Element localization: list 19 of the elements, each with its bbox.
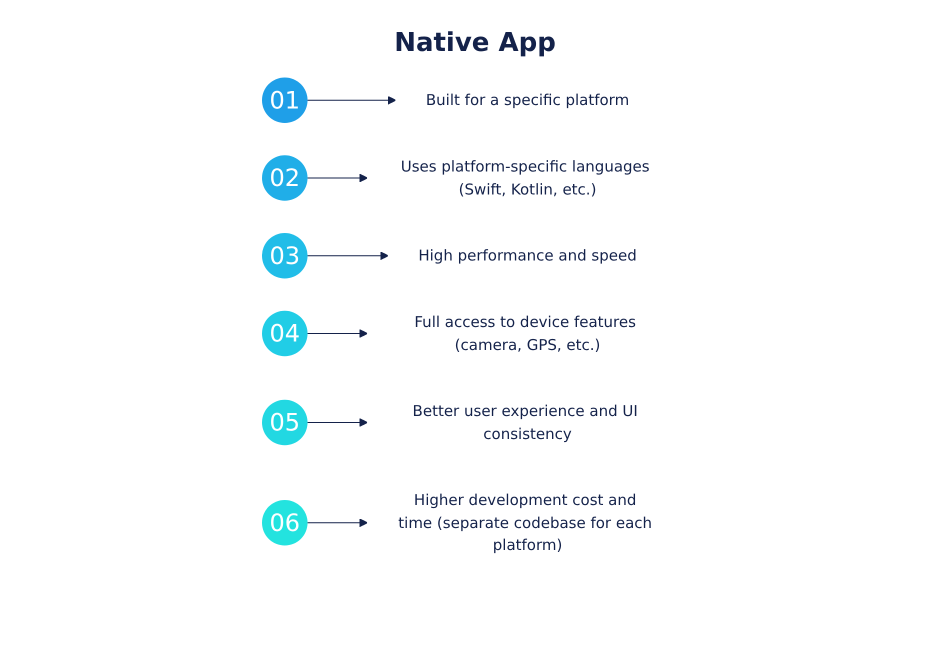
- node-text: High performance and speed: [418, 246, 637, 264]
- node-circle: 06: [262, 500, 308, 546]
- node-text: Full access to device features (camera, GPS, etc.): [414, 313, 636, 354]
- arrow: [307, 174, 368, 182]
- node-text: Built for a specific platform: [426, 91, 630, 109]
- node-text: Uses platform-specific languages (Swift, Kotlin, etc.): [400, 158, 650, 198]
- arrow: [307, 96, 396, 105]
- node-text: Better user experience and UI consistency: [412, 402, 638, 442]
- node-text: Higher development cost and time (separate codebase for each platform): [398, 491, 652, 554]
- arrow: [307, 251, 389, 260]
- arrow: [307, 329, 368, 338]
- diagram-title: Native App: [393, 28, 557, 58]
- node-circle: 01: [262, 77, 308, 124]
- arrow: [307, 518, 368, 528]
- arrow: [307, 418, 368, 427]
- node-circle: 04: [262, 310, 308, 356]
- node-circle: 03: [262, 232, 308, 279]
- node-circle: 05: [262, 400, 308, 446]
- node-circle: 02: [262, 155, 308, 201]
